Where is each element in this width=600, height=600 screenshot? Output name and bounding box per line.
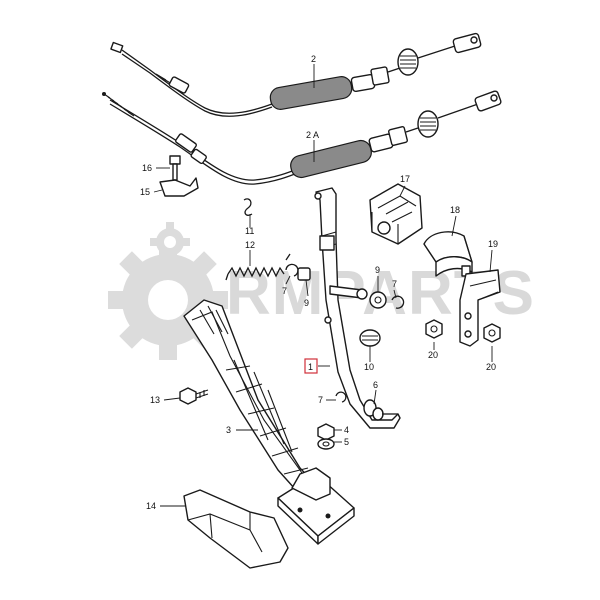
bracket-19	[459, 269, 501, 347]
callout-20-left: 20	[428, 350, 438, 360]
bolt-13	[179, 387, 209, 405]
cable-2	[110, 32, 482, 117]
leader-lines	[153, 64, 493, 507]
callout-7-left: 7	[282, 286, 287, 296]
bushing-9-right	[369, 291, 387, 309]
callout-5: 5	[344, 437, 349, 447]
cable-holder-17	[369, 183, 423, 245]
callout-4: 4	[344, 425, 349, 435]
clip-11	[243, 198, 253, 216]
washer-7-right	[391, 295, 405, 309]
pedal-base	[277, 467, 355, 545]
callout-6: 6	[373, 380, 378, 390]
callout-15: 15	[140, 187, 150, 197]
cable-2a	[102, 90, 502, 185]
stop-10	[359, 329, 381, 347]
callout-2a: 2 A	[306, 130, 319, 140]
callout-17: 17	[400, 174, 410, 184]
callout-11: 11	[245, 226, 254, 236]
callout-14: 14	[146, 501, 156, 511]
callout-1-highlight-box	[304, 358, 318, 374]
callout-2: 2	[311, 54, 316, 64]
callout-12: 12	[245, 240, 255, 250]
callout-labels: 2 2 A 16 15 17 11 12 18 19 9 7 9 7 20 20…	[140, 54, 498, 511]
watermark-gear-small-icon	[150, 222, 190, 262]
callout-10: 10	[364, 362, 374, 372]
callout-9-top: 9	[375, 265, 380, 275]
bolt-16	[169, 155, 181, 181]
bushing-18	[423, 231, 473, 277]
callout-16: 16	[142, 163, 152, 173]
bracket-15	[159, 177, 199, 197]
spring-12	[225, 253, 291, 281]
washer-5	[317, 438, 335, 450]
callout-3: 3	[226, 425, 231, 435]
callout-9-bottom: 9	[304, 298, 309, 308]
clip-7-lower	[335, 391, 347, 403]
callout-7-lower: 7	[318, 395, 323, 405]
pin-6	[363, 399, 398, 421]
nut-4	[317, 423, 335, 441]
washer-7-left	[285, 263, 299, 277]
floor-mat-14	[183, 489, 289, 569]
callout-20-right: 20	[486, 362, 496, 372]
callout-19: 19	[488, 239, 498, 249]
bushing-9-left	[297, 267, 311, 281]
nut-20-right	[483, 323, 501, 343]
callout-18: 18	[450, 205, 460, 215]
accelerator-pedal-3	[183, 299, 331, 509]
nut-20-left	[425, 319, 443, 339]
callout-1: 1	[308, 362, 313, 372]
callout-7-right: 7	[392, 279, 397, 289]
callout-13: 13	[150, 395, 160, 405]
pedal-lever-1	[314, 187, 401, 429]
